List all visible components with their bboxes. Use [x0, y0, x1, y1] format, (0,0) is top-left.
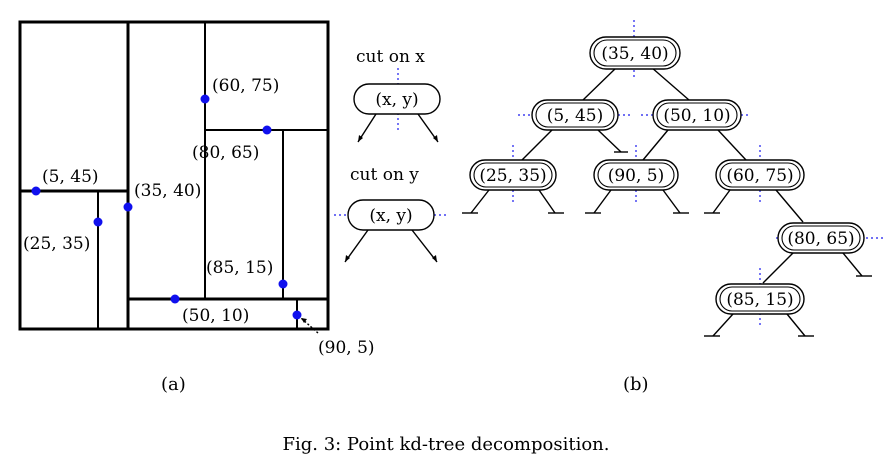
legend-node-y-text: (x, y) [369, 206, 412, 226]
edge-5-45-null [597, 129, 622, 153]
panel-a-decomposition: (35, 40) (5, 45) (25, 35) (60, 75) (80, … [18, 20, 375, 395]
panel-b-tree: (35, 40) (5, 45) (50, 10) (25, 35) (90, … [462, 20, 884, 395]
edge-60-75-80-65 [775, 189, 804, 223]
edge-80-65-null [842, 252, 863, 277]
legend-y-left-arrow [344, 229, 369, 263]
tree-node-label-25-35: (25, 35) [479, 166, 546, 186]
tree-node-label-60-75: (60, 75) [726, 166, 793, 186]
edge-50-10-60-75 [717, 129, 747, 161]
domain-boundary [18, 20, 330, 331]
tree-node-85-15: (85, 15) [715, 283, 805, 315]
point-85-15 [278, 279, 288, 289]
legend-node-x-text: (x, y) [375, 90, 418, 110]
tree-node-label-90-5: (90, 5) [608, 166, 665, 186]
point-label-80-65: (80, 65) [192, 143, 259, 163]
point-label-5-45: (5, 45) [42, 167, 99, 187]
tree-node-35-40: (35, 40) [589, 36, 681, 70]
tree-node-label-5-45: (5, 45) [547, 106, 604, 126]
legend-x-right-arrowhead [433, 135, 438, 142]
callout-arrowhead-90-5 [301, 318, 307, 323]
tree-node-25-35: (25, 35) [469, 159, 557, 191]
legend-cut-x-text: cut on x [356, 47, 425, 67]
leaf-edge-90-5-left [593, 189, 612, 214]
point-25-35 [93, 217, 103, 227]
legend-cut-y-text: cut on y [350, 165, 419, 185]
legend-node-y [347, 199, 435, 231]
legend-y-right-arrowhead [432, 255, 437, 262]
leaf-edge-25-35-right [538, 189, 556, 214]
edge-80-65-85-15 [762, 252, 794, 284]
legend: cut on x (x, y) cut on y (x, y) [334, 47, 446, 263]
point-50-10 [170, 294, 180, 304]
point-label-60-75: (60, 75) [212, 76, 279, 96]
edge-5-45-25-35 [521, 129, 553, 161]
leaf-edge-25-35-left [470, 189, 490, 214]
edge-50-10-90-5 [642, 129, 669, 161]
tree-node-90-5: (90, 5) [593, 159, 679, 191]
tree-node-label-85-15: (85, 15) [726, 290, 793, 310]
leaf-edge-85-15-left [712, 313, 734, 337]
tree-node-5-45: (5, 45) [531, 99, 619, 131]
legend-y-left-arrowhead [345, 255, 350, 262]
edge-root-50-10 [650, 66, 690, 101]
point-label-35-40: (35, 40) [134, 181, 201, 201]
tree-node-60-75: (60, 75) [715, 159, 805, 191]
leaf-edge-90-5-right [662, 189, 681, 214]
point-90-5 [292, 310, 302, 320]
panel-a-label: (a) [161, 374, 186, 395]
point-60-75 [200, 94, 210, 104]
legend-node-x [353, 83, 441, 115]
legend-y-right-arrow [411, 229, 438, 263]
point-80-65 [262, 125, 272, 135]
tree-node-label-35-40: (35, 40) [601, 44, 668, 64]
panel-b-label: (b) [623, 374, 649, 395]
tree-node-80-65: (80, 65) [777, 222, 865, 254]
point-35-40 [123, 202, 133, 212]
point-label-90-5: (90, 5) [318, 338, 375, 358]
figure-caption: Fig. 3: Point kd-tree decomposition. [282, 434, 609, 455]
tree-node-label-50-10: (50, 10) [663, 106, 730, 126]
tree-node-50-10: (50, 10) [652, 99, 742, 131]
point-label-85-15: (85, 15) [206, 258, 273, 278]
legend-x-left-arrowhead [358, 135, 363, 142]
leaf-edge-85-15-right [786, 313, 806, 337]
point-label-25-35: (25, 35) [23, 234, 90, 254]
edge-root-5-45 [582, 66, 618, 101]
point-5-45 [31, 186, 41, 196]
tree-node-label-80-65: (80, 65) [787, 229, 854, 249]
point-label-50-10: (50, 10) [182, 306, 249, 326]
leaf-edge-60-75-left [712, 189, 731, 214]
